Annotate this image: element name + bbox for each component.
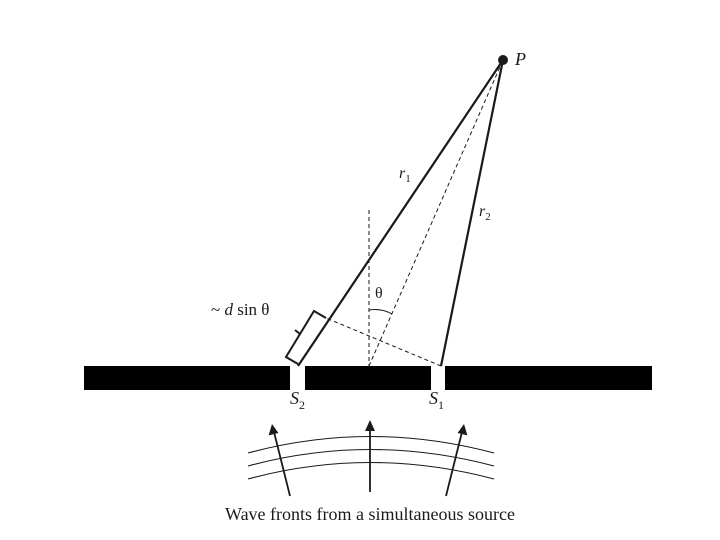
label-s1-subscript: 1 bbox=[438, 398, 444, 412]
path-diff-prefix: ~ bbox=[211, 300, 224, 319]
barrier-right-segment bbox=[445, 366, 652, 390]
label-r1: r1 bbox=[399, 165, 411, 185]
slit-barrier bbox=[84, 366, 652, 390]
label-s1: S1 bbox=[429, 388, 444, 412]
path-difference-bracket bbox=[284, 309, 327, 365]
dashed-perpendicular-line bbox=[325, 317, 442, 367]
path-diff-variable: d bbox=[224, 300, 233, 319]
label-r2-subscript: 2 bbox=[485, 211, 491, 223]
label-r2-symbol: r bbox=[479, 203, 486, 220]
label-theta: θ bbox=[375, 285, 383, 302]
ray-r1 bbox=[297, 59, 504, 367]
arrow-right-head bbox=[457, 424, 468, 436]
point-p-dot bbox=[498, 55, 508, 65]
arrow-left-shaft bbox=[273, 431, 291, 497]
label-path-difference: ~ d sin θ bbox=[211, 300, 269, 319]
caption: Wave fronts from a simultaneous source bbox=[225, 504, 515, 524]
path-diff-rest: sin θ bbox=[233, 300, 269, 319]
arrow-right-shaft bbox=[445, 431, 463, 497]
arrow-left-head bbox=[268, 424, 279, 436]
barrier-middle-segment bbox=[305, 366, 431, 390]
label-s2: S2 bbox=[290, 388, 305, 412]
label-point-p: P bbox=[514, 49, 526, 69]
label-r2: r2 bbox=[479, 203, 491, 223]
theta-angle-arc bbox=[368, 309, 393, 315]
bracket-tick bbox=[294, 329, 301, 335]
arrow-center-head bbox=[365, 420, 375, 431]
label-s2-symbol: S bbox=[290, 388, 299, 408]
label-s2-subscript: 2 bbox=[299, 398, 305, 412]
label-r1-symbol: r bbox=[399, 165, 406, 182]
label-s1-symbol: S bbox=[429, 388, 438, 408]
ray-r2 bbox=[439, 59, 505, 367]
propagation-arrows bbox=[268, 420, 468, 497]
barrier-left-segment bbox=[84, 366, 290, 390]
label-r1-subscript: 1 bbox=[405, 173, 411, 185]
